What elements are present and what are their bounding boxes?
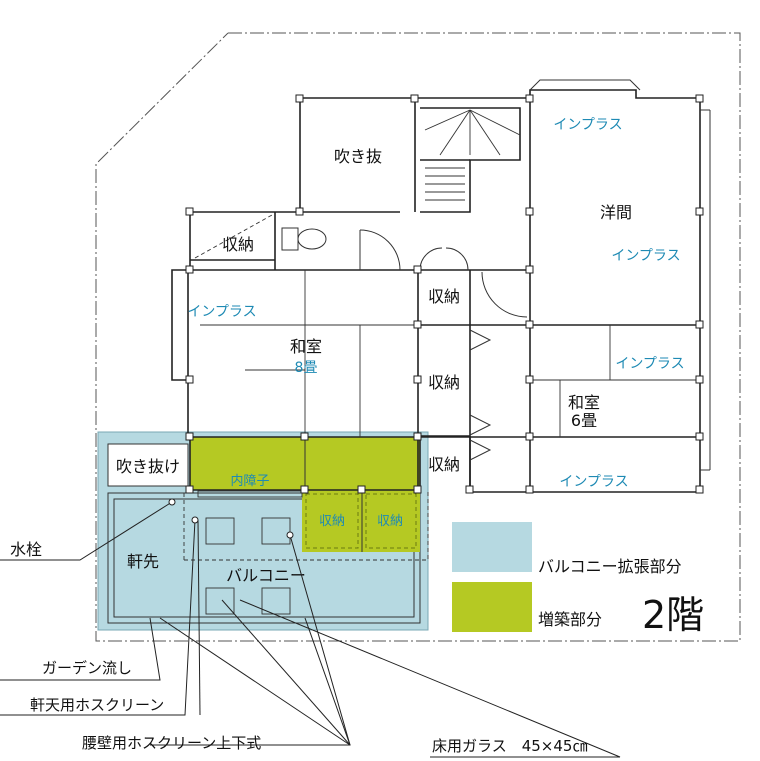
room-youma: 洋間 xyxy=(600,203,632,222)
legend-swatch-addition xyxy=(452,582,532,632)
tatami-lines xyxy=(183,109,700,615)
inplus-label: インプラス xyxy=(553,117,622,133)
room-fukinuke-top: 吹き抜 xyxy=(334,147,382,166)
callout-garden: ガーデン流し xyxy=(42,659,132,677)
room-washitsu6-size: 6畳 xyxy=(571,411,597,430)
floor-title: 2階 xyxy=(642,593,704,637)
room-shuno-small1: 収納 xyxy=(319,514,345,529)
room-shuno-mid3: 収納 xyxy=(428,455,460,474)
inplus-label: インプラス xyxy=(615,356,684,372)
room-washitsu6: 和室 xyxy=(568,393,600,412)
legend-swatch-balcony-extension xyxy=(452,522,532,572)
fixtures xyxy=(281,79,711,471)
callout-dots xyxy=(168,498,294,539)
column-markers xyxy=(185,94,704,494)
room-washitsu8: 和室 xyxy=(290,337,322,356)
room-washitsu8-size: 8畳 xyxy=(295,360,318,376)
callout-glass: 床用ガラス 45×45㎝ xyxy=(432,737,587,755)
room-labels: 吹き抜 収納 洋間 和室 8畳 収納 収納 収納 和室 6畳 吹き抜け 軒先 バ… xyxy=(116,147,632,585)
room-shuno-left: 収納 xyxy=(222,235,254,254)
room-balcony: バルコニー xyxy=(226,566,306,585)
legend-label-addition: 増築部分 xyxy=(538,610,602,629)
site-boundary xyxy=(95,32,741,642)
callout-suisen: 水栓 xyxy=(10,540,42,559)
legend: バルコニー拡張部分 増築部分 2階 xyxy=(452,522,704,637)
callout-noki-screen: 軒天用ホスクリーン xyxy=(30,696,164,714)
callouts: 水栓 ガーデン流し 軒天用ホスクリーン 腰壁用ホスクリーン上下式 床用ガラス 4… xyxy=(10,540,587,755)
room-naishoji: 内障子 xyxy=(230,473,269,489)
inplus-label: インプラス xyxy=(187,304,256,320)
inplus-label: インプラス xyxy=(559,474,628,490)
room-shuno-mid1: 収納 xyxy=(428,287,460,306)
legend-label-balcony-extension: バルコニー拡張部分 xyxy=(538,557,682,576)
room-nokisaki: 軒先 xyxy=(127,552,159,571)
inplus-labels: インプラス インプラス インプラス インプラス インプラス xyxy=(187,117,684,490)
room-shuno-small2: 収納 xyxy=(377,514,403,529)
callout-leaders xyxy=(0,501,621,758)
callout-koshikabe-screen: 腰壁用ホスクリーン上下式 xyxy=(82,734,261,752)
addition-area xyxy=(190,437,420,552)
inplus-label: インプラス xyxy=(611,248,680,264)
room-shuno-mid2: 収納 xyxy=(428,373,460,392)
room-fukinuke-bottom: 吹き抜け xyxy=(116,457,180,476)
